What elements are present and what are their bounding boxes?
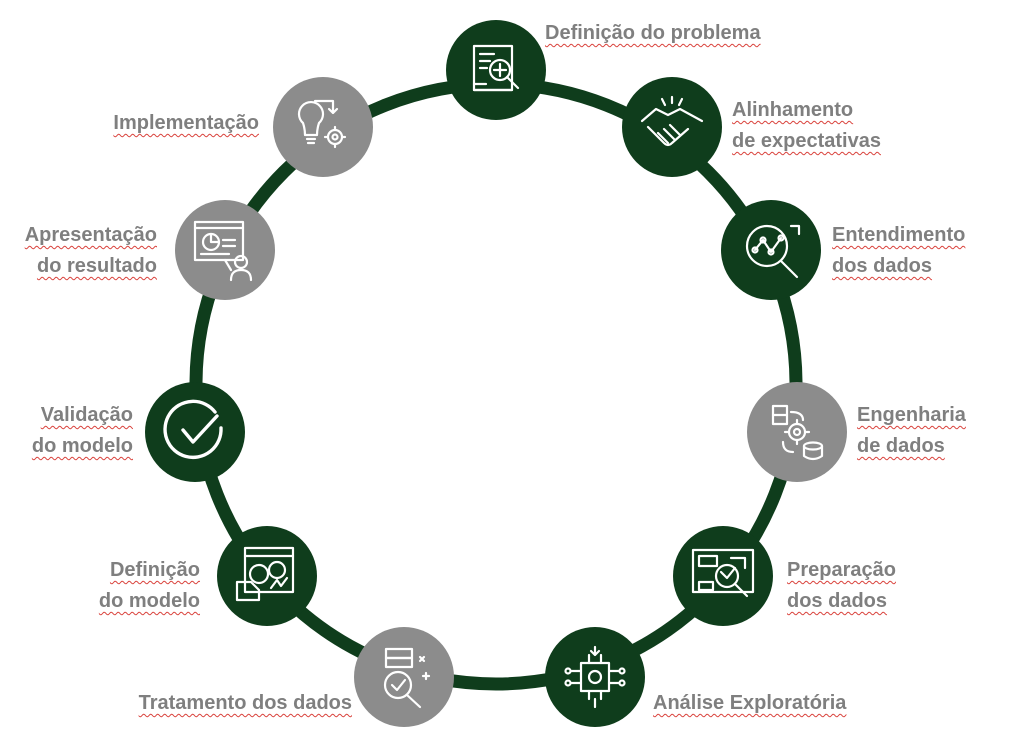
- step-label-line: Engenharia: [857, 404, 966, 426]
- step-node-circle: [145, 382, 245, 482]
- check-circle-icon: [163, 399, 223, 460]
- step-label-3: Entendimento dos dados: [832, 220, 965, 282]
- step-label-line: Implementação: [113, 112, 259, 134]
- step-label-7: Tratamento dos dados: [139, 688, 352, 719]
- step-label-4: Engenharia de dados: [857, 400, 966, 462]
- step-label-5: Preparação dos dados: [787, 555, 896, 617]
- step-label-line: Alinhamento: [732, 99, 854, 121]
- step-label-line: do resultado: [36, 255, 157, 277]
- data-engineering-icon: [771, 404, 824, 461]
- step-node-4: [747, 382, 847, 482]
- step-label-line: Preparação: [787, 559, 896, 581]
- step-node-circle: [545, 627, 645, 727]
- step-label-line: do modelo: [98, 590, 200, 612]
- model-definition-icon: [235, 546, 295, 602]
- step-label-line: do modelo: [31, 435, 133, 457]
- step-label-line: dos dados: [832, 255, 933, 277]
- step-label-line: dos dados: [787, 590, 888, 612]
- step-node-8: [217, 526, 317, 626]
- handshake-icon: [640, 95, 704, 147]
- step-label-line: Definição do problema: [545, 22, 761, 44]
- data-preparation-icon: [691, 548, 755, 598]
- step-label-10: Apresentação do resultado: [25, 220, 157, 282]
- step-label-2: Alinhamento de expectativas: [732, 95, 881, 157]
- step-node-1: [446, 20, 546, 120]
- step-node-circle: [354, 627, 454, 727]
- step-node-3: [721, 200, 821, 300]
- idea-gear-icon: [297, 99, 347, 149]
- step-node-circle: [175, 200, 275, 300]
- data-treatment-icon: [383, 647, 431, 709]
- step-node-circle: [673, 526, 773, 626]
- step-label-line: Definição: [109, 559, 200, 581]
- step-label-line: Análise Exploratória: [653, 692, 847, 714]
- step-label-line: de expectativas: [732, 130, 881, 152]
- document-analysis-icon: [472, 44, 520, 92]
- step-node-6: [545, 627, 645, 727]
- step-label-9: Validação do modelo: [32, 400, 133, 462]
- step-label-line: Tratamento dos dados: [138, 692, 352, 714]
- step-label-6: Análise Exploratória: [653, 688, 846, 719]
- circuit-chip-icon: [564, 645, 626, 709]
- step-label-line: Entendimento: [832, 224, 966, 246]
- step-label-line: de dados: [857, 435, 945, 457]
- step-label-8: Definição do modelo: [99, 555, 200, 617]
- step-node-9: [145, 382, 245, 482]
- step-node-5: [673, 526, 773, 626]
- step-label-line: Apresentação: [24, 224, 157, 246]
- step-node-circle: [747, 382, 847, 482]
- magnifier-chart-icon: [745, 224, 801, 279]
- step-label-line: Validação: [40, 404, 133, 426]
- step-label-11: Implementação: [113, 108, 259, 139]
- step-label-1: Definição do problema: [545, 18, 761, 49]
- step-node-2: [622, 77, 722, 177]
- step-node-circle: [273, 77, 373, 177]
- step-node-7: [354, 627, 454, 727]
- step-node-10: [175, 200, 275, 300]
- step-node-11: [273, 77, 373, 177]
- presentation-icon: [193, 220, 253, 282]
